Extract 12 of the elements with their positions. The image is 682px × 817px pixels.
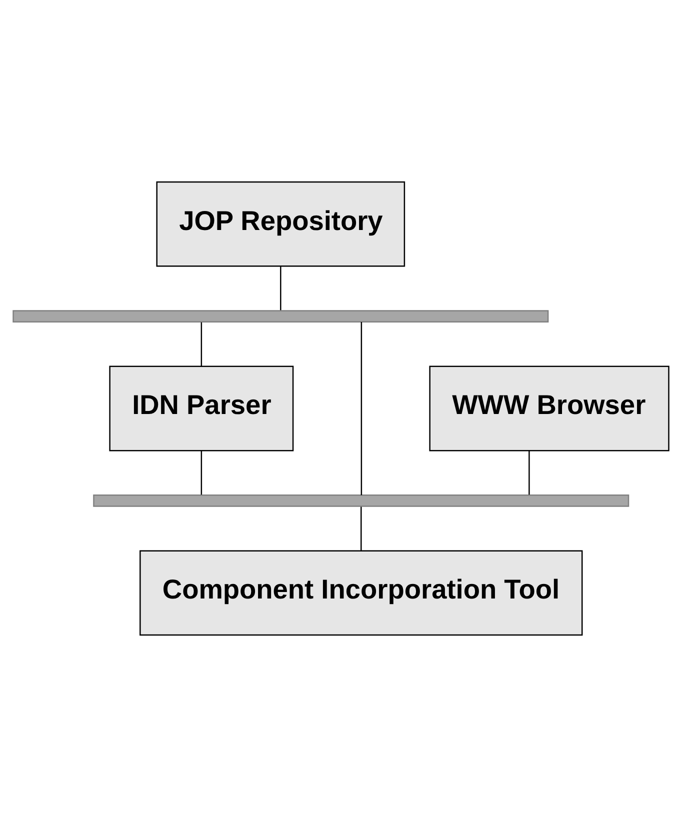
node-bar (93, 494, 630, 507)
connector (280, 266, 282, 310)
node-box: Component Incorporation Tool (140, 550, 583, 636)
node-box: JOP Repository (156, 181, 406, 267)
node-box: WWW Browser (429, 366, 670, 452)
connector (360, 506, 362, 551)
connector (200, 450, 202, 495)
connector (528, 450, 530, 495)
node-bar (12, 310, 549, 322)
connector (360, 322, 362, 496)
node-box: IDN Parser (109, 366, 294, 452)
connector (200, 322, 202, 366)
